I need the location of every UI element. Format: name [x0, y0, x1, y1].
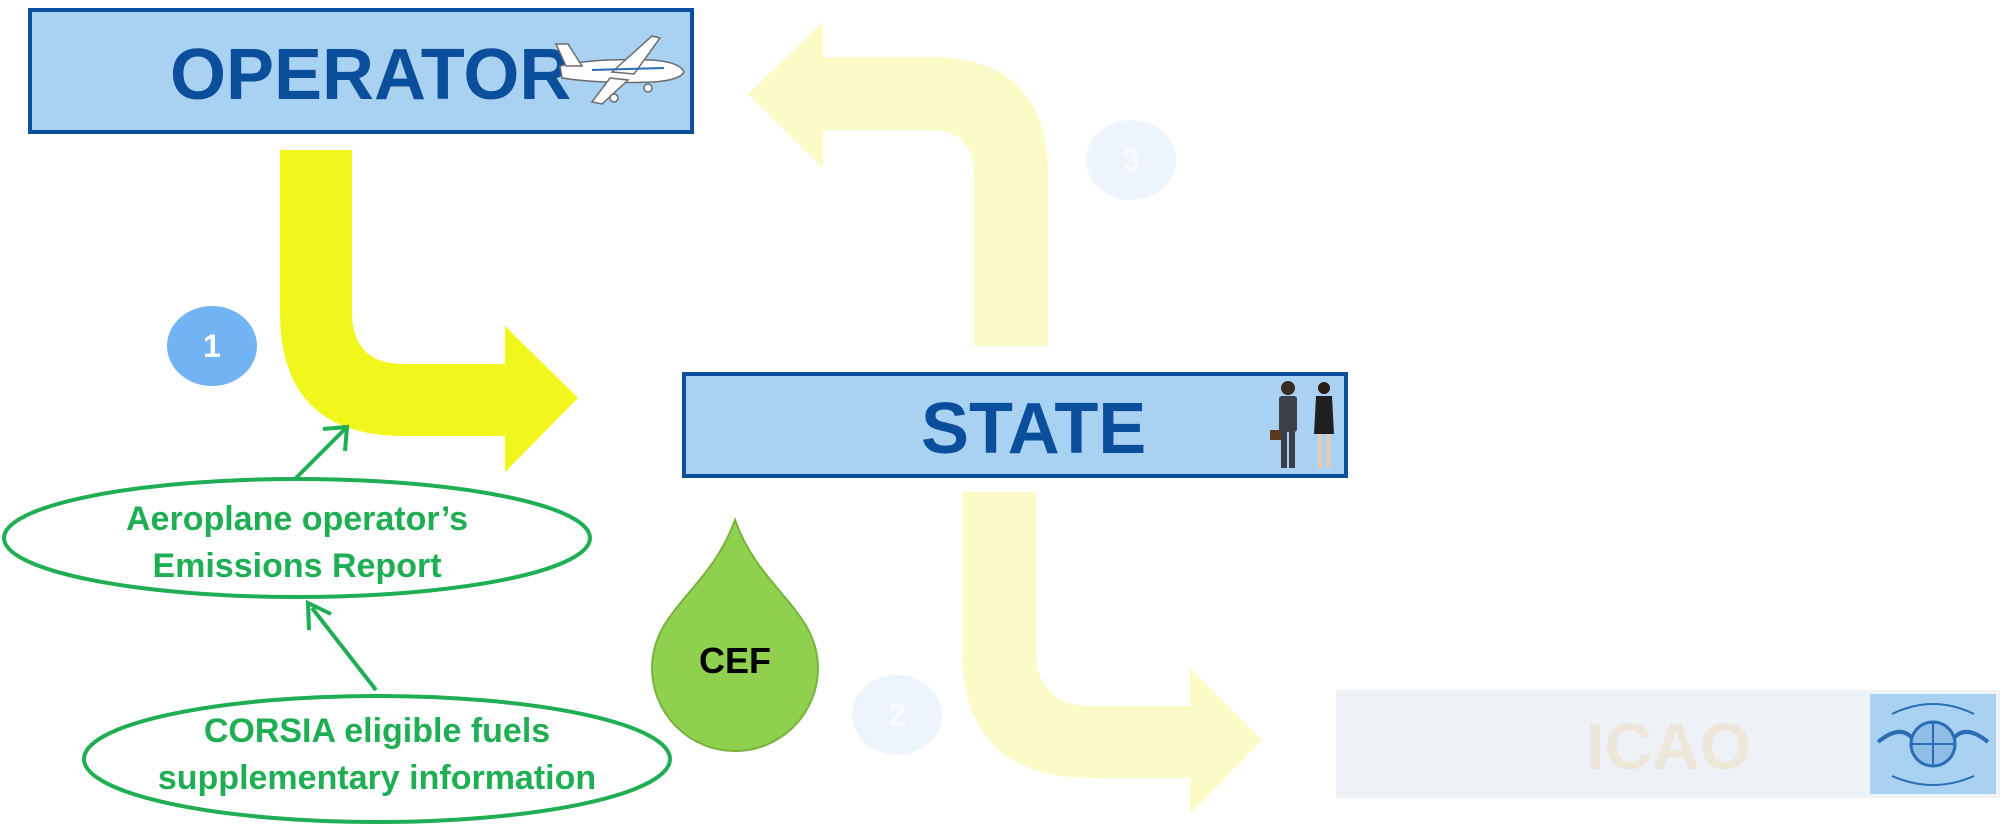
cef-information-ellipse — [82, 694, 672, 824]
cef-label: CEF — [699, 640, 771, 681]
step-badge-3 — [1086, 120, 1176, 200]
icao-box: ICAO — [1336, 690, 2000, 798]
cef-information-line-2: supplementary information — [157, 759, 597, 797]
state-title: STATE — [921, 389, 1147, 469]
cef-information-label: CORSIA eligible fuels supplementary info… — [100, 708, 654, 802]
emissions-report-line-1: Aeroplane operator’s — [126, 500, 468, 538]
icao-emblem-icon — [1870, 694, 1996, 794]
step-badge-2 — [852, 675, 942, 755]
business-people-icon — [1270, 381, 1334, 468]
cef-information-line-1: CORSIA eligible fuels — [203, 712, 551, 750]
step-badge-1 — [167, 306, 257, 386]
step-number-3: 3 — [1122, 142, 1140, 178]
step-number-1: 1 — [203, 328, 221, 364]
icao-title: ICAO — [1586, 709, 1751, 783]
arrow-state-to-operator — [748, 22, 1048, 346]
arrow-operator-to-state — [280, 150, 578, 472]
step-number-2: 2 — [888, 697, 906, 733]
operator-title: OPERATOR — [170, 35, 572, 115]
connector-report-to-arrow — [294, 424, 350, 480]
cef-drop-shape — [650, 517, 820, 752]
arrow-state-to-icao — [962, 492, 1262, 814]
emissions-report-label: Aeroplane operator’s Emissions Report — [40, 496, 554, 590]
operator-box: OPERATOR — [28, 8, 694, 134]
airplane-icon — [554, 35, 685, 105]
emissions-report-line-2: Emissions Report — [152, 547, 442, 585]
state-box: STATE — [682, 372, 1348, 478]
connector-cef-info-to-report — [305, 599, 378, 692]
